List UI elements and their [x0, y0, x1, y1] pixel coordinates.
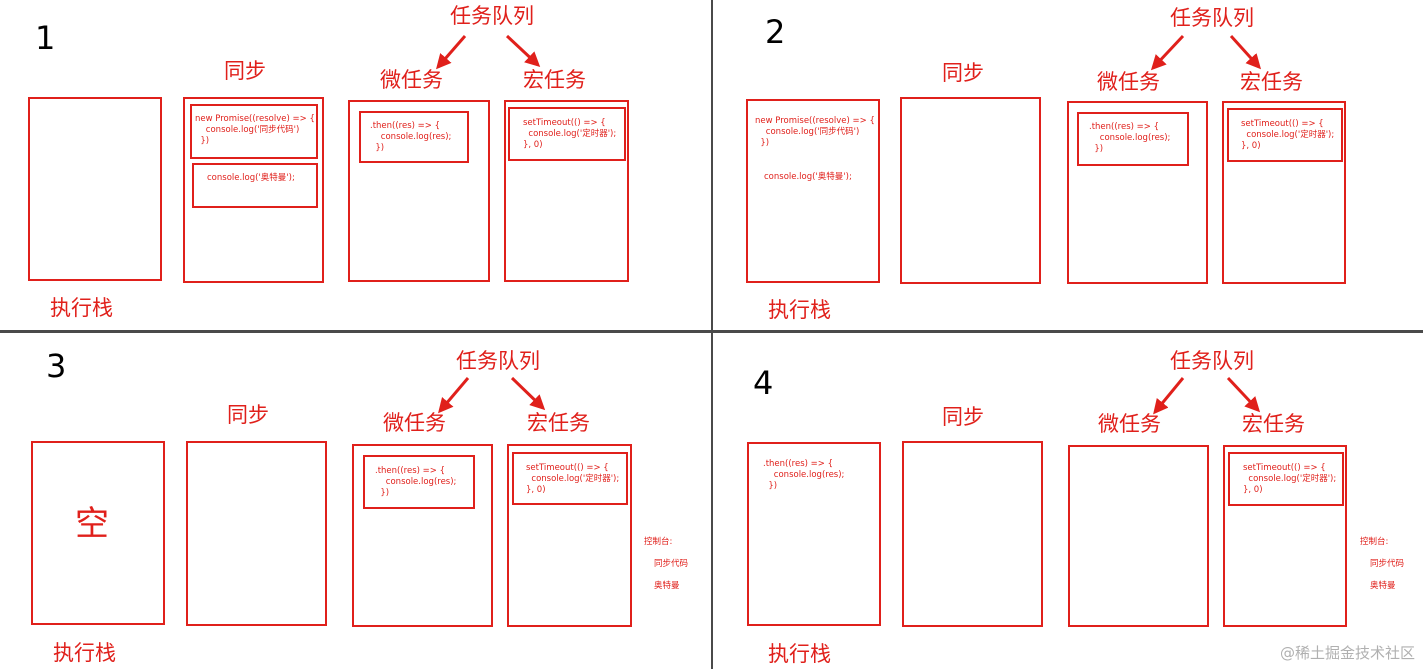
exec-stack-label: 执行栈	[50, 296, 113, 320]
macro-task-label: 宏任务	[523, 68, 586, 92]
promise-code: new Promise((resolve) => { console.log('…	[755, 116, 875, 148]
timeout-code: setTimeout(() => { console.log('定时器'); }…	[526, 463, 620, 495]
micro-task-label: 微任务	[383, 411, 446, 435]
macro-task-box: setTimeout(() => { console.log('定时器'); }…	[1223, 445, 1347, 627]
then-code: .then((res) => { console.log(res); })	[370, 121, 452, 153]
micro-task-label: 微任务	[380, 68, 443, 92]
panel-step-2: 2 任务队列 微任务 宏任务 同步 new Promise((resolve) …	[713, 0, 1423, 330]
promise-block: new Promise((resolve) => { console.log('…	[190, 104, 318, 159]
sync-label: 同步	[942, 405, 984, 429]
timeout-code: setTimeout(() => { console.log('定时器'); }…	[1243, 463, 1337, 495]
task-queue-label: 任务队列	[1170, 349, 1254, 373]
micro-task-label: 微任务	[1098, 412, 1161, 436]
exec-stack-box: 空	[31, 441, 165, 625]
promise-code: new Promise((resolve) => { console.log('…	[195, 114, 315, 146]
step-number: 3	[46, 347, 67, 385]
log-block: console.log('奥特曼');	[192, 163, 318, 208]
step-number: 4	[753, 364, 774, 402]
vertical-divider	[711, 0, 713, 669]
sync-box	[902, 441, 1043, 627]
exec-stack-label: 执行栈	[768, 642, 831, 666]
then-block: .then((res) => { console.log(res); })	[1077, 112, 1189, 166]
step-number: 2	[765, 13, 786, 51]
log-code: console.log('奥特曼');	[207, 173, 295, 183]
watermark: @稀土掘金技术社区	[1279, 644, 1415, 662]
sync-label: 同步	[227, 403, 269, 427]
macro-task-label: 宏任务	[1242, 412, 1305, 436]
panel-step-3: 3 任务队列 微任务 宏任务 同步 空 .then((res) => { con…	[0, 333, 711, 669]
exec-stack-label: 执行栈	[53, 641, 116, 665]
panel-step-4: 4 任务队列 微任务 宏任务 同步 .then((res) => { conso…	[713, 333, 1423, 669]
macro-task-box: setTimeout(() => { console.log('定时器'); }…	[504, 100, 629, 282]
macro-task-box: setTimeout(() => { console.log('定时器'); }…	[507, 444, 632, 627]
step-number: 1	[35, 19, 56, 57]
micro-task-box: .then((res) => { console.log(res); })	[348, 100, 490, 282]
task-queue-label: 任务队列	[450, 4, 534, 28]
micro-task-box	[1068, 445, 1209, 627]
timeout-code: setTimeout(() => { console.log('定时器'); }…	[523, 118, 617, 150]
sync-label: 同步	[942, 61, 984, 85]
console-output-line: 同步代码	[1370, 559, 1405, 569]
exec-stack-box: .then((res) => { console.log(res); })	[747, 442, 881, 626]
timeout-block: setTimeout(() => { console.log('定时器'); }…	[508, 107, 626, 161]
exec-stack-label: 执行栈	[768, 298, 831, 322]
task-queue-label: 任务队列	[1170, 6, 1254, 30]
micro-task-box: .then((res) => { console.log(res); })	[1067, 101, 1208, 284]
console-output-line: 奥特曼	[1370, 581, 1396, 591]
then-code: .then((res) => { console.log(res); })	[375, 466, 457, 498]
sync-label: 同步	[224, 59, 266, 83]
task-queue-label: 任务队列	[456, 349, 540, 373]
panel-step-1: 1 任务队列 微任务 宏任务 同步 new Promise((resolve) …	[0, 0, 711, 330]
micro-task-label: 微任务	[1097, 70, 1160, 94]
timeout-block: setTimeout(() => { console.log('定时器'); }…	[512, 452, 628, 505]
exec-stack-box: new Promise((resolve) => { console.log('…	[746, 99, 880, 283]
then-block: .then((res) => { console.log(res); })	[359, 111, 469, 163]
timeout-code: setTimeout(() => { console.log('定时器'); }…	[1241, 119, 1335, 151]
console-title: 控制台:	[644, 537, 673, 547]
sync-box	[900, 97, 1041, 284]
console-output-line: 同步代码	[654, 559, 689, 569]
macro-task-label: 宏任务	[527, 411, 590, 435]
timeout-block: setTimeout(() => { console.log('定时器'); }…	[1228, 452, 1344, 506]
exec-stack-box	[28, 97, 162, 281]
micro-task-box: .then((res) => { console.log(res); })	[352, 444, 493, 627]
timeout-block: setTimeout(() => { console.log('定时器'); }…	[1227, 108, 1343, 162]
console-title: 控制台:	[1360, 537, 1389, 547]
sync-box: new Promise((resolve) => { console.log('…	[183, 97, 324, 283]
console-output-line: 奥特曼	[654, 581, 680, 591]
then-code: .then((res) => { console.log(res); })	[1089, 122, 1171, 154]
then-code: .then((res) => { console.log(res); })	[763, 459, 845, 491]
sync-box	[186, 441, 327, 626]
macro-task-box: setTimeout(() => { console.log('定时器'); }…	[1222, 101, 1346, 284]
then-block: .then((res) => { console.log(res); })	[363, 455, 475, 509]
macro-task-label: 宏任务	[1240, 70, 1303, 94]
empty-label: 空	[75, 504, 109, 544]
log-code: console.log('奥特曼');	[764, 172, 852, 182]
horizontal-divider	[0, 330, 1423, 333]
